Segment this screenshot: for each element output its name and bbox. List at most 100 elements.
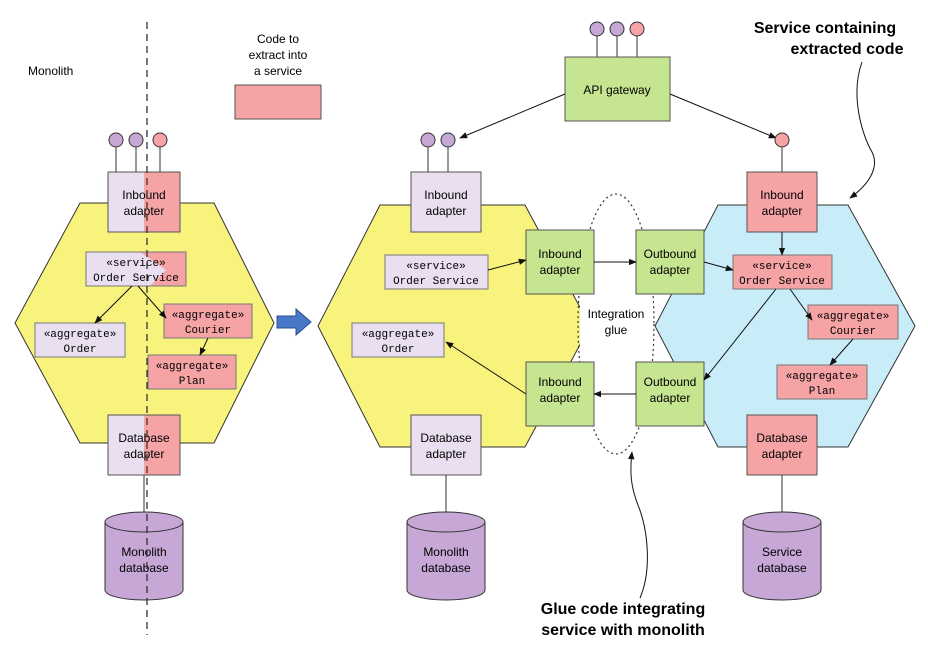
svg-text:adapter: adapter (540, 263, 581, 277)
api-gateway: API gateway (564, 56, 671, 122)
svg-text:Outbound: Outbound (644, 247, 697, 261)
svg-text:database: database (757, 561, 807, 575)
svg-text:Plan: Plan (179, 376, 205, 388)
monolith-right-ports (420, 132, 456, 172)
monolith-database-adapter: Database adapter (107, 414, 181, 476)
svg-text:database: database (421, 561, 471, 575)
port-circle (589, 21, 605, 37)
svg-text:Order: Order (381, 344, 414, 356)
legend-line-3: a service (254, 64, 302, 78)
monolith-right-order-aggregate: «aggregate» Order (351, 322, 445, 358)
arrow-outbound-to-service (703, 261, 734, 272)
svg-text:Monolith: Monolith (423, 545, 468, 559)
svg-text:«service»: «service» (752, 261, 811, 273)
svg-text:adapter: adapter (650, 391, 691, 405)
legend-line-1: Code to (257, 32, 299, 46)
svg-text:«aggregate»: «aggregate» (786, 371, 859, 383)
monolith-database-right: Monolith database (406, 511, 486, 601)
svg-text:Order Service: Order Service (93, 273, 179, 285)
svg-text:adapter: adapter (426, 204, 467, 218)
arrow-gateway-to-monolith (459, 93, 566, 139)
integration-glue-outline (577, 193, 655, 455)
integration-glue-label-2: glue (605, 323, 628, 337)
glue-outbound-adapter-top: Outbound adapter (635, 229, 705, 295)
svg-text:Inbound: Inbound (538, 375, 581, 389)
port-circle (152, 132, 168, 148)
svg-text:Plan: Plan (809, 386, 835, 398)
arrow-service-to-courier-right (789, 288, 813, 321)
port-circle (128, 132, 144, 148)
monolith-courier-aggregate: «aggregate» Courier (163, 303, 253, 339)
arrow-service-to-outbound (703, 288, 777, 381)
svg-text:«aggregate»: «aggregate» (362, 329, 435, 341)
monolith-right-inbound-adapter: Inbound adapter (410, 171, 482, 233)
callout-glue-pointer (628, 451, 648, 599)
svg-text:Order Service: Order Service (393, 276, 479, 288)
service-database-adapter: Database adapter (746, 414, 818, 476)
port-circle (440, 132, 456, 148)
svg-text:«aggregate»: «aggregate» (817, 311, 890, 323)
integration-glue-label-1: Integration (588, 307, 645, 321)
monolith-order-service: «service» Order Service (85, 251, 187, 287)
callout-service-pointer (849, 61, 875, 199)
svg-text:Inbound: Inbound (760, 188, 803, 202)
svg-text:Inbound: Inbound (424, 188, 467, 202)
api-gateway-ports (589, 21, 645, 57)
arrow-glue-to-order (445, 341, 527, 395)
callout-service-line-1: Service containing (754, 20, 896, 37)
service-courier-aggregate: «aggregate» Courier (807, 304, 899, 340)
service-port-circle (774, 132, 790, 148)
monolith-right-order-service: «service» Order Service (384, 254, 489, 290)
glue-inbound-adapter-top: Inbound adapter (525, 229, 595, 295)
arrow-service-to-courier (137, 285, 167, 319)
transition-arrow (276, 307, 312, 337)
svg-text:Inbound: Inbound (538, 247, 581, 261)
svg-text:Order: Order (63, 344, 96, 356)
callout-service-line-2: extracted code (791, 41, 904, 58)
monolith-label: Monolith (28, 64, 73, 78)
arrow-service-to-order (94, 285, 133, 324)
svg-text:adapter: adapter (124, 447, 165, 461)
svg-text:Outbound: Outbound (644, 375, 697, 389)
port-circle (609, 21, 625, 37)
monolith-inbound-adapter: Inbound adapter (107, 171, 181, 233)
svg-text:«aggregate»: «aggregate» (156, 361, 229, 373)
svg-text:«service»: «service» (106, 258, 165, 270)
svg-text:database: database (119, 561, 169, 575)
svg-text:Service: Service (762, 545, 802, 559)
service-database: Service database (742, 511, 822, 601)
service-order-service: «service» Order Service (732, 254, 833, 290)
svg-text:Order Service: Order Service (739, 276, 825, 288)
port-circle (108, 132, 124, 148)
callout-glue-line-1: Glue code integrating (541, 601, 705, 618)
svg-text:adapter: adapter (762, 204, 803, 218)
svg-text:«aggregate»: «aggregate» (44, 329, 117, 341)
svg-text:adapter: adapter (762, 447, 803, 461)
monolith-ports (108, 132, 168, 172)
svg-text:adapter: adapter (650, 263, 691, 277)
svg-text:adapter: adapter (426, 447, 467, 461)
callout-glue-line-2: service with monolith (541, 622, 705, 639)
glue-inbound-adapter-bottom: Inbound adapter (525, 361, 595, 427)
arrow-courier-to-plan (199, 337, 209, 356)
svg-text:Database: Database (118, 431, 170, 445)
monolith-plan-aggregate: «aggregate» Plan (147, 354, 237, 390)
svg-text:adapter: adapter (124, 204, 165, 218)
legend-line-2: extract into (249, 48, 308, 62)
arrow-monolith-service-to-glue (487, 258, 527, 271)
port-circle (420, 132, 436, 148)
service-plan-aggregate: «aggregate» Plan (776, 364, 868, 400)
svg-text:«aggregate»: «aggregate» (172, 310, 245, 322)
svg-text:«service»: «service» (406, 261, 465, 273)
monolith-database-left: Monolith database (104, 511, 184, 601)
svg-text:Database: Database (420, 431, 472, 445)
glue-outbound-adapter-bottom: Outbound adapter (635, 361, 705, 427)
arrow-courier-to-plan-right (829, 338, 854, 366)
svg-text:API gateway: API gateway (583, 83, 650, 97)
legend-swatch (234, 84, 322, 120)
monolith-right-database-adapter: Database adapter (410, 414, 482, 476)
monolith-order-aggregate: «aggregate» Order (34, 322, 126, 358)
svg-text:Database: Database (756, 431, 808, 445)
svg-text:Courier: Courier (830, 326, 876, 338)
port-circle (629, 21, 645, 37)
